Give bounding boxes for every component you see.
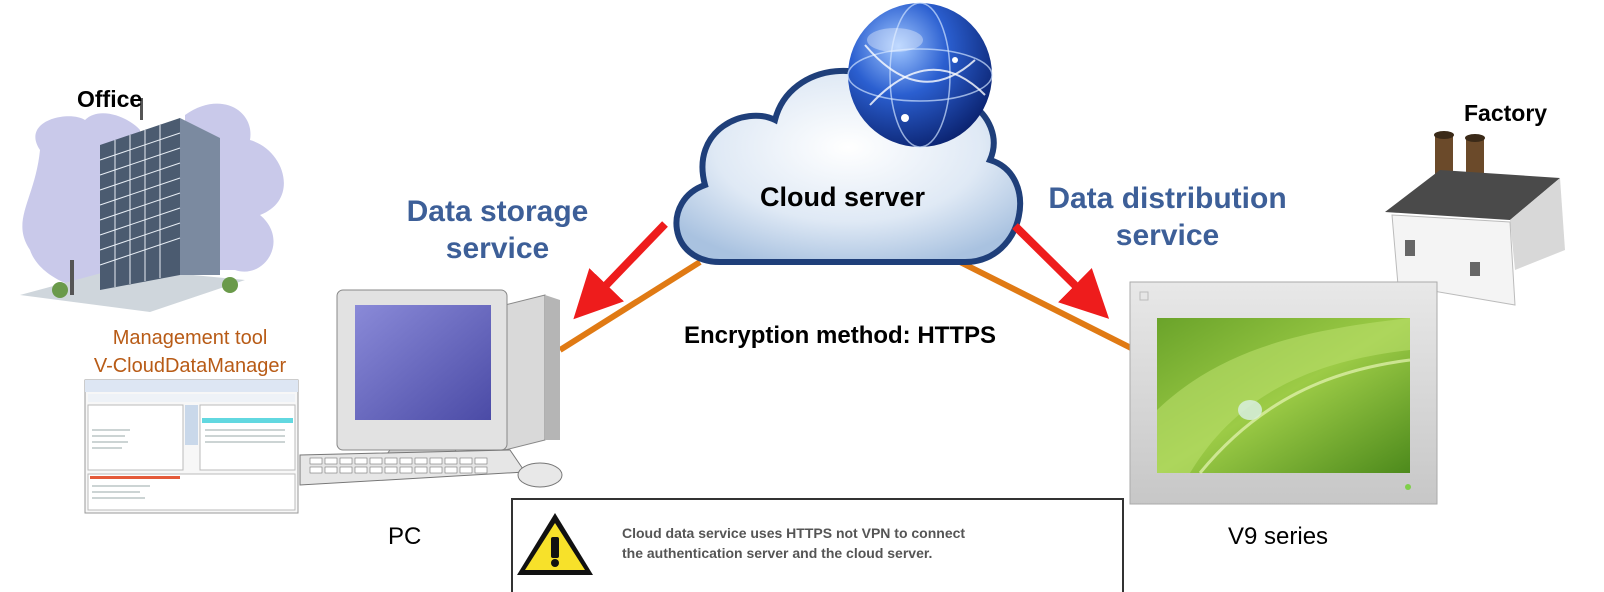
warning-icon — [517, 513, 593, 575]
v9-hmi-icon — [1129, 281, 1438, 505]
warning-text-line2: the authentication server and the cloud … — [622, 545, 933, 561]
management-tool-line2: V-CloudDataManager — [93, 355, 287, 377]
pc-label: PC — [388, 523, 422, 550]
arrow-storage-icon — [573, 221, 668, 320]
warning-box — [511, 498, 1124, 592]
data-storage-line2: service — [445, 232, 550, 265]
management-tool-screenshot — [84, 379, 299, 514]
warning-text-line1: Cloud data service uses HTTPS not VPN to… — [622, 525, 966, 541]
globe-icon — [847, 2, 993, 148]
link-line-v9 — [958, 259, 1137, 353]
office-label: Office — [77, 86, 143, 112]
data-storage-line1: Data storage — [406, 195, 589, 228]
warning-text: Cloud data service uses HTTPS not VPN to… — [622, 523, 1112, 563]
pc-icon — [299, 289, 563, 488]
management-tool-line1: Management tool — [112, 327, 268, 349]
factory-label: Factory — [1464, 100, 1548, 126]
encryption-label: Encryption method: HTTPS — [684, 322, 996, 349]
data-storage-service-label: Data storage service — [385, 193, 610, 267]
office-building-icon — [20, 98, 284, 312]
cloud-server-label: Cloud server — [759, 182, 926, 212]
arrow-distribution-icon — [1012, 223, 1110, 319]
v9-series-label: V9 series — [1228, 523, 1329, 550]
factory-icon — [1385, 131, 1565, 306]
link-line-pc — [558, 259, 702, 353]
management-tool-label: Management tool V-CloudDataManager — [70, 324, 310, 380]
data-distribution-line1: Data distribution — [1048, 182, 1287, 215]
data-distribution-line2: service — [1115, 219, 1220, 252]
data-distribution-service-label: Data distribution service — [1025, 180, 1310, 254]
